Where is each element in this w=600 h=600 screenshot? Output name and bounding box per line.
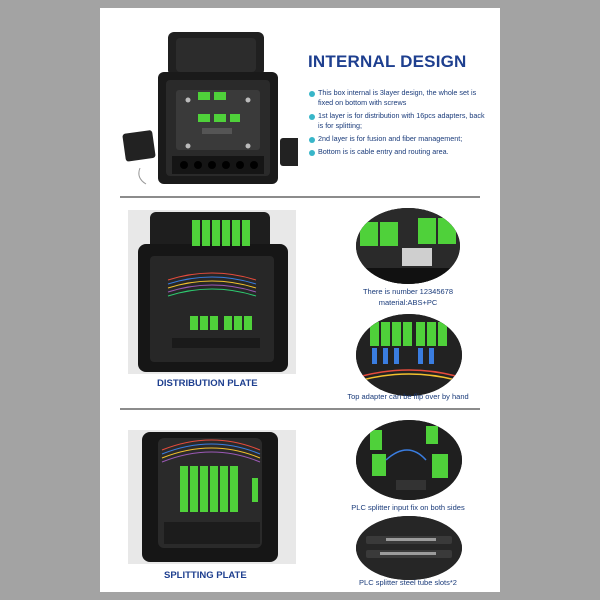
distribution-plate-label: DISTRIBUTION PLATE	[157, 378, 258, 389]
feature-item: This box internal is 3layer design, the …	[309, 88, 489, 108]
feature-item: 2nd layer is for fusion and fiber manage…	[309, 134, 489, 144]
splitter-input-closeup	[356, 420, 462, 500]
material-caption: material:ABS+PC	[378, 298, 438, 307]
splitter-input-caption: PLC splitter input fix on both sides	[351, 503, 465, 512]
flip-caption: Top adapter can be flip over by hand	[347, 392, 469, 401]
splitting-plate-photo	[128, 430, 296, 564]
feature-list: This box internal is 3layer design, the …	[309, 88, 489, 160]
steel-tube-caption: PLC splitter steel tube slots*2	[359, 578, 457, 587]
product-sheet: INTERNAL DESIGN This box internal is 3la…	[100, 8, 500, 592]
adapter-number-closeup	[356, 208, 460, 284]
feature-item: 1st layer is for distribution with 16pcs…	[309, 111, 489, 131]
distribution-plate-photo	[128, 210, 296, 374]
splitting-plate-label: SPLITTING PLATE	[164, 570, 247, 581]
steel-tube-closeup	[356, 516, 462, 580]
top-adapter-closeup	[356, 314, 462, 396]
section-divider	[120, 196, 480, 198]
page-title: INTERNAL DESIGN	[308, 52, 467, 71]
box-overview-photo	[118, 28, 298, 194]
section-divider	[120, 408, 480, 410]
number-caption: There is number 12345678	[362, 287, 454, 296]
feature-item: Bottom is is cable entry and routing are…	[309, 147, 489, 157]
